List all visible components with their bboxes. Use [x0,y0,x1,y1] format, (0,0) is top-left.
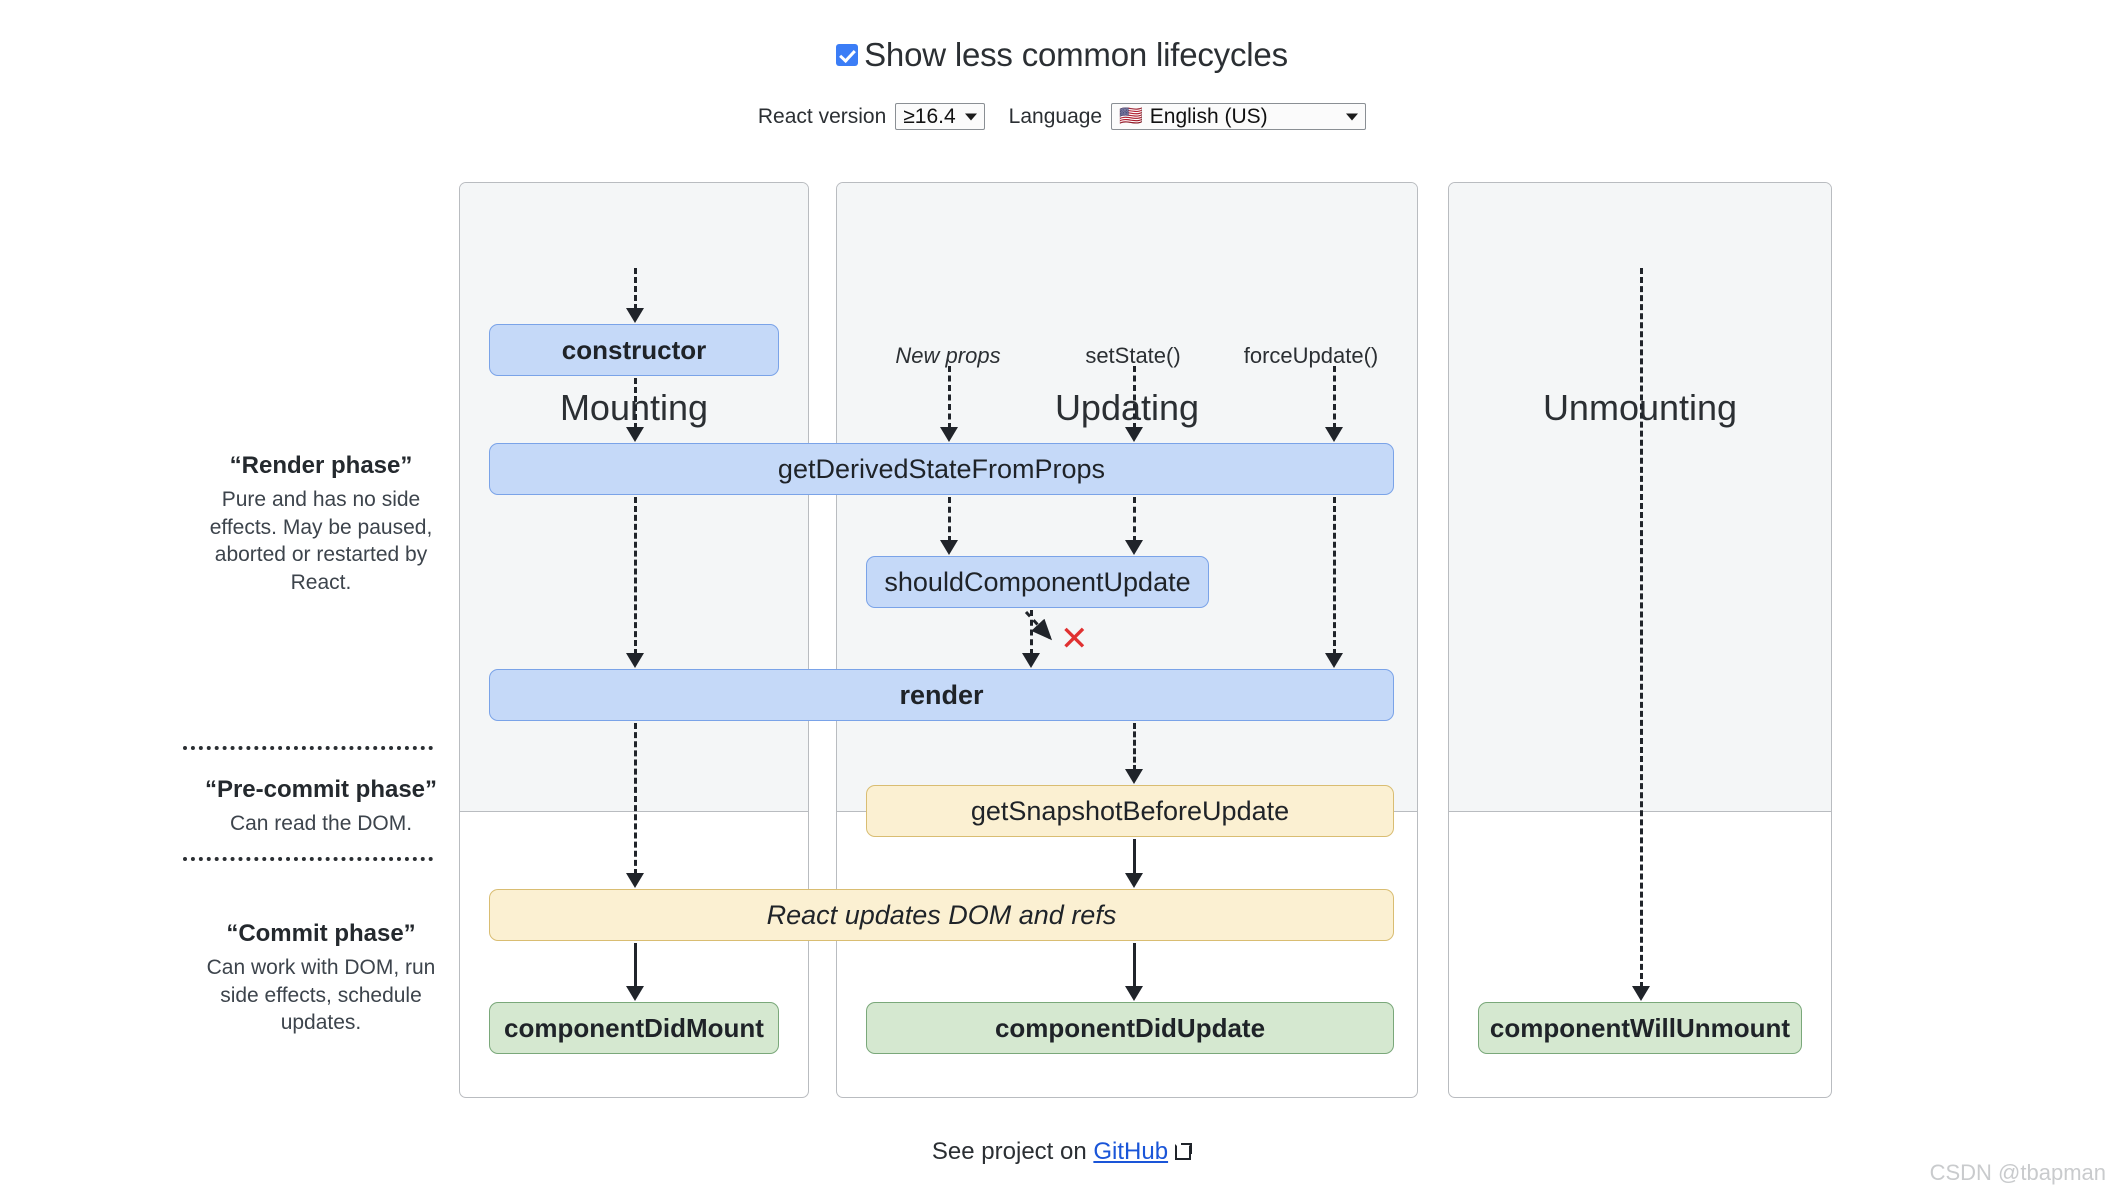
node-component-will-unmount[interactable]: componentWillUnmount [1478,1002,1802,1054]
language-label: Language [1008,104,1103,128]
phase-pre-commit: “Pre-commit phase” Can read the DOM. [187,776,455,838]
node-constructor[interactable]: constructor [489,324,779,376]
github-link[interactable]: GitHub [1093,1138,1169,1165]
chevron-down-icon [1346,113,1359,120]
phase-divider-bottom [183,857,433,861]
external-link-icon [1175,1143,1193,1160]
trigger-force-update: forceUpdate() [1243,343,1379,368]
node-render[interactable]: render [489,669,1394,721]
node-should-component-update[interactable]: shouldComponentUpdate [866,556,1209,608]
phase-pre-commit-title: “Pre-commit phase” [204,776,438,803]
us-flag-icon: 🇺🇸 [1119,106,1143,127]
footer-text: See project on [931,1138,1087,1165]
node-get-snapshot-before-update[interactable]: getSnapshotBeforeUpdate [866,785,1394,837]
react-version-value: ≥16.4 [903,104,956,128]
phase-render-title: “Render phase” [229,452,413,479]
show-less-common-lifecycles-label[interactable]: Show less common lifecycles [864,36,1288,73]
column-title-mounting: Mounting [559,387,709,428]
node-component-did-mount[interactable]: componentDidMount [489,1002,779,1054]
show-less-common-lifecycles-checkbox[interactable] [836,44,859,66]
phase-commit: “Commit phase” Can work with DOM, run si… [187,920,455,1037]
node-react-updates-dom-and-refs: React updates DOM and refs [489,889,1394,941]
phase-pre-commit-description: Can read the DOM. [229,812,413,835]
show-less-common-lifecycles-row: Show less common lifecycles [0,36,2124,74]
controls-row: React version ≥16.4 Language 🇺🇸 English … [0,103,2124,130]
react-version-label: React version [757,104,887,128]
phase-commit-title: “Commit phase” [226,920,416,947]
react-version-select[interactable]: ≥16.4 [895,103,985,130]
footer: See project on GitHub [0,1138,2124,1166]
language-select[interactable]: 🇺🇸 English (US) [1111,103,1367,130]
phase-commit-description: Can work with DOM, run side effects, sch… [206,956,436,1035]
phase-render: “Render phase” Pure and has no side effe… [187,452,455,597]
node-get-derived-state-from-props[interactable]: getDerivedStateFromProps [489,443,1394,495]
react-version-control: React version ≥16.4 [758,103,985,130]
language-value: English (US) [1149,104,1268,128]
column-title-updating: Updating [1054,387,1200,428]
trigger-set-state: setState() [1085,343,1181,368]
language-control: Language 🇺🇸 English (US) [1008,103,1367,130]
phase-divider-top [183,746,433,750]
chevron-down-icon [964,113,977,120]
watermark: CSDN @tbapman [1929,1160,2106,1185]
trigger-new-props: New props [895,343,1001,368]
column-updating: Updating [836,182,1418,1098]
phase-render-description: Pure and has no side effects. May be pau… [209,488,433,595]
bailout-x-icon: ✕ [1060,620,1089,658]
node-component-did-update[interactable]: componentDidUpdate [866,1002,1394,1054]
